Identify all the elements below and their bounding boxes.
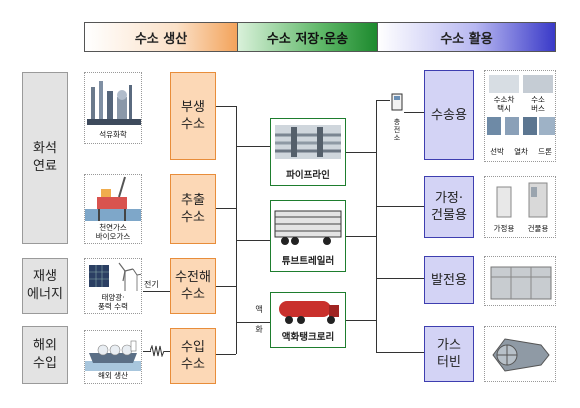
utilization-bus — [376, 100, 377, 352]
bus-to-tank-lorry — [236, 322, 270, 323]
power-generation-box: 발전용 — [424, 256, 474, 304]
bus-to-building — [376, 206, 424, 207]
lng-ship-icon — [85, 340, 141, 371]
caption-household: 가정용 — [493, 224, 515, 233]
imported-hydrogen-box: 수입 수소 — [170, 328, 216, 384]
fuel-cell-power-plant-icon — [490, 266, 552, 300]
tube-trailer-label: 튜브트레일러 — [281, 256, 335, 267]
caption-drone: 드론 — [538, 147, 552, 156]
solar-wind-icon — [89, 262, 141, 291]
tube-trailer-out — [346, 236, 376, 237]
source-renewable-energy: 재생 에너지 — [22, 258, 68, 314]
byproduct-hydrogen-box: 부생 수소 — [170, 72, 216, 160]
source-fossil-fuel: 화석 연료 — [22, 72, 68, 244]
overseas-production-caption: 해외 생산 — [98, 371, 128, 380]
liquid-tank-lorry-box: 액화탱크로리 — [270, 292, 346, 348]
caption-building: 건물용 — [527, 224, 549, 233]
transport-pictures: 수소차 택시 수소 버스 선박 열차 드론 — [484, 70, 556, 162]
station-to-transport — [404, 112, 424, 113]
renewable-picture: 태양광· 풍력 수력 — [84, 258, 142, 314]
band-utilization: 수소 활용 — [378, 22, 556, 52]
offshore-platform-icon — [85, 176, 141, 221]
tube-trailer-box: 튜브트레일러 — [270, 200, 346, 272]
electricity-label: 전기 — [144, 280, 159, 289]
pipeline-out — [346, 152, 376, 153]
connector-imported — [216, 354, 236, 355]
tank-lorry-out — [346, 320, 376, 321]
petrochemical-picture: 석유화학 — [84, 72, 142, 144]
connector-byproduct — [216, 106, 236, 107]
bus-to-power — [376, 278, 424, 279]
source-overseas-import: 해외 수입 — [22, 326, 68, 384]
liquefaction-label: 액 화 — [255, 305, 263, 334]
resistor-symbol-icon — [150, 345, 164, 357]
renewable-connector — [143, 291, 170, 292]
bus-to-station — [376, 100, 390, 101]
natural-gas-picture: 천연가스 바이오가스 — [84, 174, 142, 244]
charging-station-label: 충전소 — [393, 118, 401, 142]
pipeline-icon — [275, 125, 341, 159]
tank-lorry-label: 액화탱크로리 — [281, 332, 335, 343]
gas-turbine-picture — [484, 326, 556, 382]
production-bus — [236, 106, 237, 354]
connector-electrolysis — [216, 286, 236, 287]
fuel-cell-units-icon — [496, 182, 548, 218]
band-production: 수소 생산 — [84, 22, 238, 52]
gas-turbine-box: 가스 터빈 — [424, 326, 474, 382]
overseas-production-picture: 해외 생산 — [84, 330, 142, 384]
renewable-caption: 태양광· 풍력 수력 — [98, 293, 128, 311]
caption-hydrogen-bus: 수소 버스 — [531, 95, 545, 113]
turbine-icon — [492, 338, 550, 372]
tube-trailer-icon — [274, 210, 342, 245]
bus-to-turbine — [376, 352, 424, 353]
pipeline-label: 파이프라인 — [286, 170, 330, 181]
electrolysis-hydrogen-box: 수전해 수소 — [170, 258, 216, 314]
petrochemical-caption: 석유화학 — [99, 130, 127, 139]
caption-fcev-taxi: 수소차 택시 — [493, 95, 515, 113]
petrochemical-plant-icon — [87, 81, 141, 125]
charging-station-icon — [391, 93, 403, 111]
extracted-hydrogen-box: 추출 수소 — [170, 174, 216, 244]
caption-train: 열차 — [514, 147, 528, 156]
band-storage-transport: 수소 저장·운송 — [238, 22, 378, 52]
import-connector-right — [164, 351, 170, 352]
transport-use-box: 수송용 — [424, 70, 474, 160]
import-connector-left — [143, 351, 151, 352]
building-pictures: 가정용 건물용 — [484, 176, 556, 238]
tank-lorry-icon — [279, 301, 339, 324]
bus-to-pipeline — [236, 146, 270, 147]
pipeline-box: 파이프라인 — [270, 118, 346, 186]
natural-gas-caption: 천연가스 바이오가스 — [95, 223, 131, 241]
building-use-box: 가정· 건물용 — [424, 176, 474, 238]
vehicles-icon — [487, 75, 555, 135]
connector-extracted — [216, 208, 236, 209]
power-plant-picture — [484, 256, 556, 306]
bus-to-tube-trailer — [236, 240, 270, 241]
caption-ship: 선박 — [490, 147, 504, 156]
